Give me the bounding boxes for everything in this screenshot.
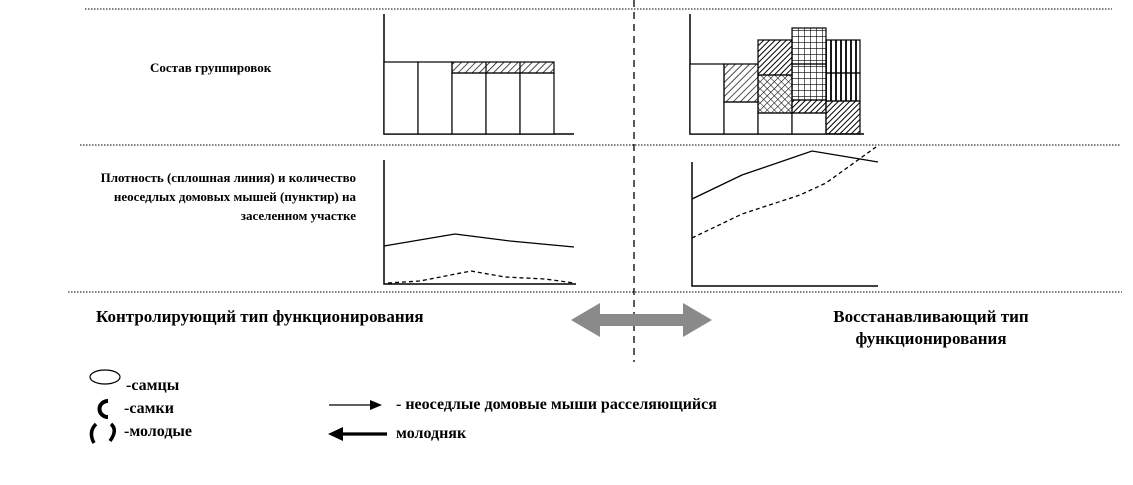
female-symbol-icon (97, 399, 109, 419)
left-migrants-line (387, 270, 575, 284)
legend-males-label: -самцы (126, 377, 180, 394)
young-symbol-icon (89, 422, 116, 444)
right-migrants-line (691, 146, 877, 239)
right-density-line (691, 150, 879, 200)
thin-arrow-icon (329, 400, 382, 410)
transition-double-arrow (571, 303, 712, 337)
density-row-label: Плотность (сплошная линия) и количество … (100, 170, 356, 223)
legend-thick-arrow-label: молодняк (396, 425, 467, 442)
legend-thin-arrow-label: - неоседлые домовые мыши расселяющийся (396, 396, 717, 413)
right-density-chart (691, 146, 879, 287)
male-symbol-icon (89, 369, 121, 385)
legend-females-label: -самки (124, 400, 174, 417)
composition-row-label: Состав группировок (150, 60, 272, 75)
recovery-type-caption: Восстанавливающий тип функционирования (833, 307, 1029, 348)
thick-arrow-icon (328, 427, 387, 441)
left-density-line (383, 233, 575, 248)
left-composition-chart (383, 14, 574, 135)
left-density-chart (383, 160, 576, 285)
control-type-caption: Контролирующий тип функционирования (96, 307, 424, 326)
legend-young-label: -молодые (124, 423, 193, 440)
right-composition-chart (689, 14, 864, 135)
